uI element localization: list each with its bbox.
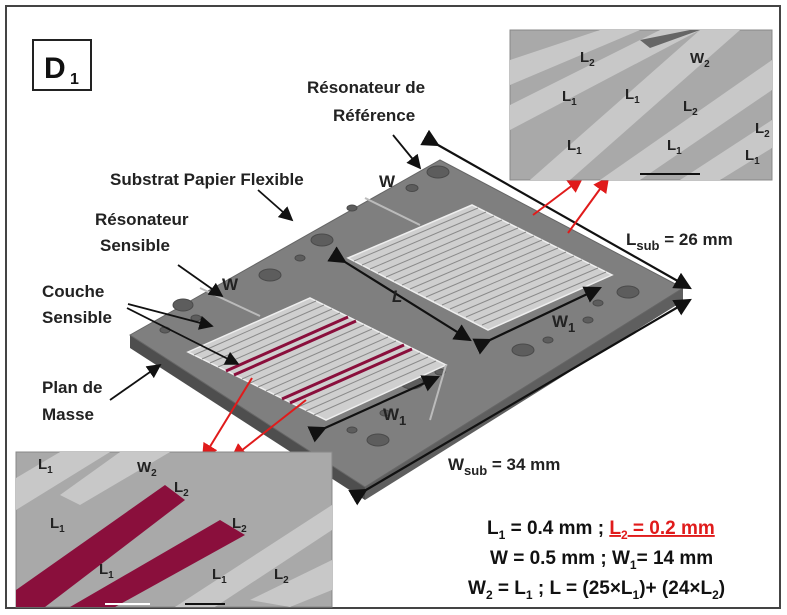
feed-line-top xyxy=(364,197,421,226)
zoom-bot-w2: W2 xyxy=(137,459,157,479)
label-plan-masse-1: Plan de xyxy=(42,378,102,397)
zoom-l1-a: L1 xyxy=(562,88,577,108)
panel-id-main: D xyxy=(44,52,66,85)
zoom-pointers xyxy=(201,176,610,460)
label-resonateur-reference-1: Résonateur de xyxy=(307,78,425,97)
equations-block: L1 = 0.4 mm ; L2 = 0.2 mm W = 0.5 mm ; W… xyxy=(468,518,725,602)
leader-lines xyxy=(109,134,422,401)
zoom-l1-e: L1 xyxy=(745,147,760,167)
equation-line-3: W2 = L1 ; L = (25×L1)+ (24×L2) xyxy=(468,578,725,602)
zoom-bot-l2-c: L2 xyxy=(274,566,289,586)
zoom-bot-l1-d: L1 xyxy=(212,566,227,586)
zoom-l2-a: L2 xyxy=(580,49,595,69)
panel-id-sub: 1 xyxy=(70,71,79,88)
substrate-board xyxy=(129,159,685,500)
bottom-zoom-inset xyxy=(15,451,333,608)
dimension-arrows xyxy=(307,129,692,506)
label-resonateur-reference-2: Référence xyxy=(333,106,415,125)
top-zoom-inset xyxy=(509,29,773,181)
label-resonateur-sensible-2: Sensible xyxy=(100,236,170,255)
zoom-bot-l1-b: L1 xyxy=(50,515,65,535)
zoom-bot-l2-b: L2 xyxy=(232,515,247,535)
zoom-w2-top: W2 xyxy=(690,50,710,70)
zoom-l1-b: L1 xyxy=(625,86,640,106)
label-resonateur-sensible-1: Résonateur xyxy=(95,210,189,229)
top-inset-labels: L2 W2 L1 L1 L2 L2 L1 L1 L1 xyxy=(562,49,770,167)
zoom-bot-l1-c: L1 xyxy=(99,561,114,581)
label-lsub: Lsub = 26 mm xyxy=(626,230,733,253)
zoom-l2-c: L2 xyxy=(755,120,770,140)
label-plan-masse-2: Masse xyxy=(42,405,94,424)
label-w-left: W xyxy=(222,275,239,294)
bottom-inset-labels: L1 W2 L2 L1 L2 L1 L1 L2 xyxy=(38,456,289,586)
zoom-l1-c: L1 xyxy=(567,137,582,157)
panel-id-box: D 1 xyxy=(32,39,92,91)
label-w1-bottom: W1 xyxy=(383,405,406,428)
label-couche-sensible-2: Sensible xyxy=(42,308,112,327)
label-w-top: W xyxy=(379,172,396,191)
label-substrat: Substrat Papier Flexible xyxy=(110,170,304,189)
equation-line-2: W = 0.5 mm ; W1= 14 mm xyxy=(490,548,713,572)
label-wsub: Wsub = 34 mm xyxy=(448,455,560,478)
zoom-bot-l2-a: L2 xyxy=(174,479,189,499)
equation-line-1: L1 = 0.4 mm ; L2 = 0.2 mm xyxy=(487,518,715,542)
label-w1-right: W1 xyxy=(552,312,575,335)
zoom-l2-b: L2 xyxy=(683,98,698,118)
label-couche-sensible-1: Couche xyxy=(42,282,104,301)
zoom-bot-l1-a: L1 xyxy=(38,456,53,476)
label-L: L xyxy=(392,287,402,306)
zoom-l1-d: L1 xyxy=(667,137,682,157)
